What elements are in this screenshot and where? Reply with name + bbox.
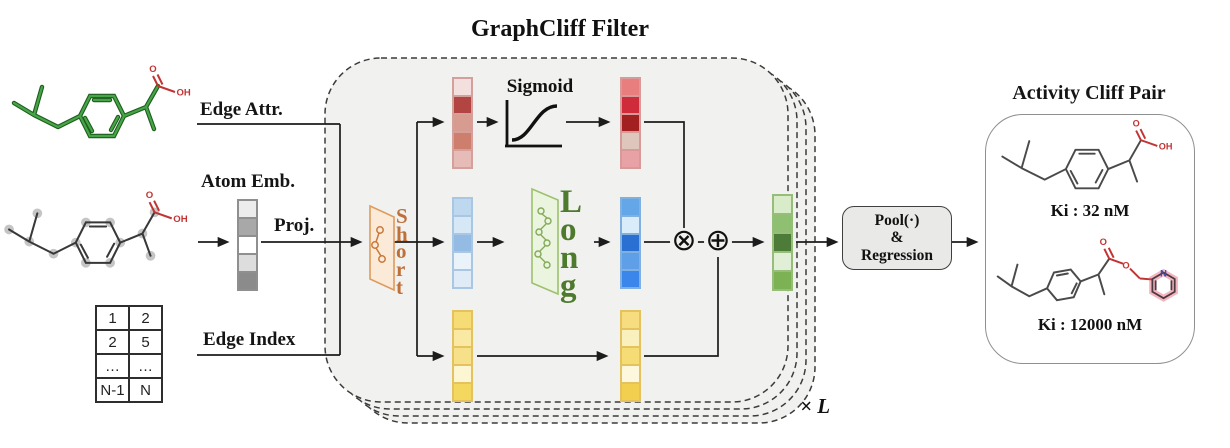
edge-attr-label: Edge Attr. [200, 99, 283, 120]
activity-cliff-panel: O OH Ki : 32 nM O O N Ki : 12000 nM [985, 114, 1195, 364]
pool-label: Pool(·) [874, 211, 920, 229]
fused-output-vector [772, 194, 793, 291]
atom-embedding-vector [237, 199, 258, 291]
ki-low-label: Ki : 12000 nM [1037, 315, 1143, 334]
figure-title: GraphCliff Filter [471, 16, 649, 42]
carbonyl-oxygen-label: O [1100, 237, 1107, 247]
hydroxyl-label: OH [173, 214, 187, 225]
carboxyl-bonds [152, 74, 176, 93]
bond-highlight [12, 84, 160, 138]
skip-to-add-line [644, 257, 719, 357]
carboxyl-bonds [148, 200, 173, 220]
long-graph-icon [534, 207, 552, 269]
short-filter-label: Short [396, 204, 408, 299]
add-operator: ⊕ [704, 223, 732, 258]
input-bracket-line [197, 123, 341, 356]
oxygen-label: O [149, 64, 156, 75]
high-affinity-molecule: O OH [1001, 119, 1173, 190]
hydroxyl-label: OH [177, 88, 191, 99]
low-affinity-molecule: O O N [996, 237, 1178, 302]
atom-emb-label: Atom Emb. [201, 171, 295, 192]
ester-oxygen-label: O [1122, 261, 1129, 271]
skip-vector-in [452, 310, 473, 402]
input-molecule-gray: O OH [4, 190, 188, 268]
short-filter-shape [369, 204, 395, 292]
edge-gate-vector-in [452, 77, 473, 169]
gate-to-multiply-line [644, 121, 685, 228]
hydroxyl-label: OH [1159, 141, 1173, 151]
node-feature-vector-out [620, 197, 641, 289]
regression-label: Regression [860, 246, 934, 264]
node-feature-vector-in [452, 197, 473, 289]
flow-lines [197, 116, 979, 362]
short-graph-icon [371, 226, 386, 263]
edge-gate-vector-out [620, 77, 641, 169]
skip-vector-out [620, 310, 641, 402]
carboxyl-bonds [1135, 128, 1158, 147]
nitrogen-label: N [1160, 268, 1167, 278]
pyridine-ring [1151, 271, 1176, 300]
oxygen-label: O [1133, 119, 1140, 129]
bonds [8, 211, 156, 264]
pool-regression-box: Pool(·) & Regression [842, 206, 952, 270]
bonds [996, 257, 1111, 302]
result-title: Activity Cliff Pair [1012, 82, 1166, 104]
sigmoid-label: Sigmoid [506, 76, 574, 97]
edge-index-label: Edge Index [203, 329, 296, 350]
ester-bonds [1103, 247, 1153, 281]
branch-line [394, 122, 418, 356]
multiply-operator: ⊗ [670, 223, 698, 258]
long-filter-label: Long [560, 185, 582, 302]
ki-high-label: Ki : 32 nM [1050, 201, 1130, 220]
oxygen-label: O [146, 190, 154, 201]
proj-label: Proj. [274, 215, 315, 236]
input-molecule-green: O OH [11, 64, 191, 139]
sigmoid-icon [505, 100, 562, 148]
ampersand-label: & [890, 229, 904, 247]
bonds [1001, 139, 1142, 190]
long-filter-shape [531, 187, 559, 296]
repeat-layers-label: × L [800, 394, 831, 418]
